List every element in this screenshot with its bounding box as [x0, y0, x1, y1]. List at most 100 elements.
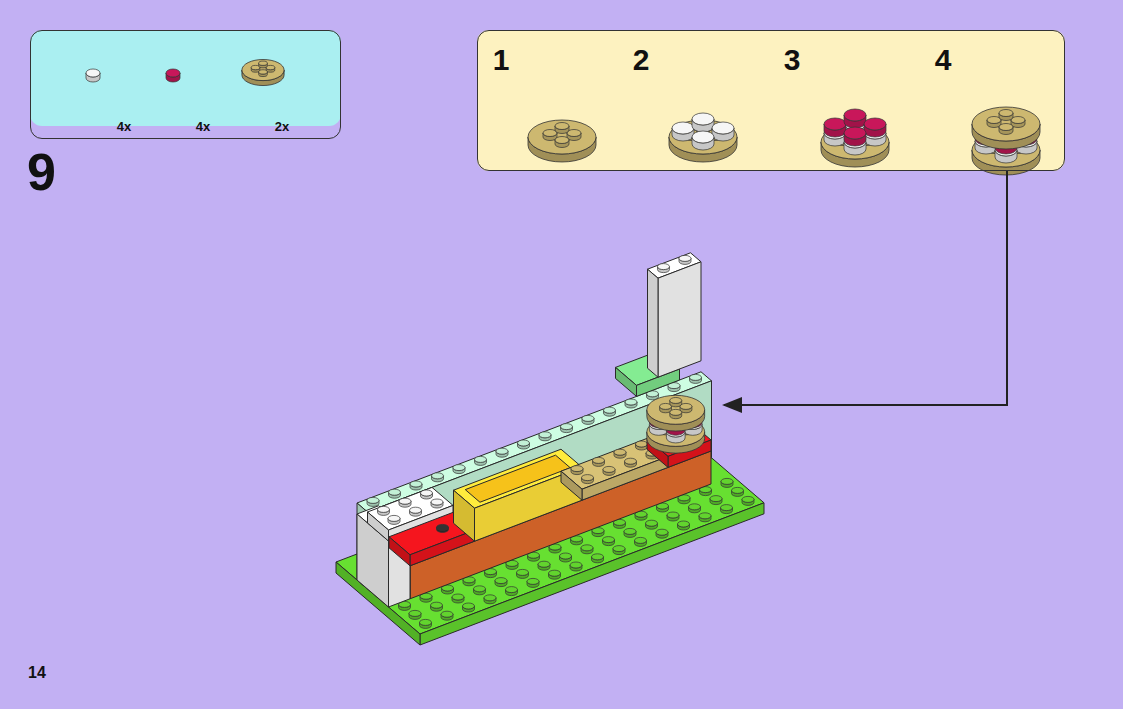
brick-side [389, 537, 410, 566]
round-plate [821, 125, 889, 167]
brick-front [410, 451, 711, 599]
stud [570, 562, 582, 571]
part-count: 4x [196, 119, 210, 134]
brick-front [582, 456, 668, 500]
stud [571, 466, 583, 475]
stud [555, 123, 569, 134]
stud [431, 602, 443, 611]
panel-fill [477, 30, 1065, 171]
stud [441, 611, 453, 620]
brick-side [616, 367, 637, 396]
brick-front [658, 262, 701, 377]
stud [582, 415, 594, 424]
stud [670, 397, 682, 406]
substep-number: 4 [935, 43, 952, 77]
stud [484, 595, 496, 604]
stud [567, 130, 581, 141]
stud [475, 456, 487, 465]
stud [844, 127, 866, 146]
stud [410, 481, 422, 490]
stud [603, 537, 615, 546]
stud [539, 432, 551, 441]
stud [667, 512, 679, 521]
round-plate [972, 107, 1040, 149]
brick-front [410, 530, 475, 566]
stud [692, 131, 714, 150]
stud [712, 122, 734, 141]
round-plate [528, 120, 596, 162]
callout-arrow [724, 171, 1007, 405]
stud [389, 489, 401, 498]
stud [560, 553, 572, 562]
stud [672, 122, 694, 141]
panel-fills [30, 30, 1065, 171]
round-plate [242, 60, 284, 86]
stud [679, 255, 691, 264]
stud [613, 546, 625, 555]
stud [506, 587, 518, 596]
stud [624, 528, 636, 537]
stud [581, 545, 593, 554]
stud [699, 513, 711, 522]
stud [453, 465, 465, 474]
step-number: 9 [27, 142, 56, 202]
stud [431, 499, 443, 508]
stud [1011, 117, 1025, 128]
stud [555, 137, 569, 148]
part-count: 4x [117, 119, 131, 134]
stud [689, 504, 701, 513]
stud [409, 610, 421, 619]
stud [410, 507, 422, 516]
stud [166, 69, 180, 82]
stud [518, 440, 530, 449]
stud [844, 109, 866, 128]
stud [690, 374, 702, 383]
stud [388, 515, 400, 524]
stud [636, 441, 648, 450]
parts-list-panel: 4x 4x 2x [30, 30, 341, 139]
stud [549, 570, 561, 579]
brick-side [561, 471, 582, 500]
subassembly-panel: 1234 [477, 30, 1065, 171]
stud [742, 496, 754, 505]
stud [721, 478, 733, 487]
page-number: 14 [28, 664, 46, 682]
brick-side [454, 490, 475, 541]
stud [824, 118, 846, 137]
stud [399, 498, 411, 507]
stud [603, 466, 615, 475]
stud [420, 619, 432, 628]
stud [999, 124, 1013, 135]
stud [495, 578, 507, 587]
stud [625, 399, 637, 408]
panel-fill [30, 30, 341, 126]
stud [86, 69, 100, 82]
subassembly-steps [528, 107, 1040, 175]
technic-hole [437, 524, 449, 532]
substep-number: 2 [633, 43, 650, 77]
stud [367, 497, 379, 506]
parts-icons [86, 60, 284, 86]
stud [432, 473, 444, 482]
stud [259, 70, 268, 77]
stud [614, 449, 626, 458]
stud [592, 554, 604, 563]
stud [987, 117, 1001, 128]
brick-side [648, 269, 659, 377]
stud [692, 113, 714, 132]
stud [999, 110, 1013, 121]
brick-side [368, 512, 389, 541]
stud [656, 529, 668, 538]
stud [543, 130, 557, 141]
stud [593, 457, 605, 466]
stud [678, 521, 690, 530]
stud [463, 603, 475, 612]
model [336, 253, 764, 645]
stud [452, 594, 464, 603]
part-count: 2x [275, 119, 289, 134]
stud [604, 407, 616, 416]
stud [561, 424, 573, 433]
stud [732, 487, 744, 496]
substep-number: 3 [784, 43, 801, 77]
